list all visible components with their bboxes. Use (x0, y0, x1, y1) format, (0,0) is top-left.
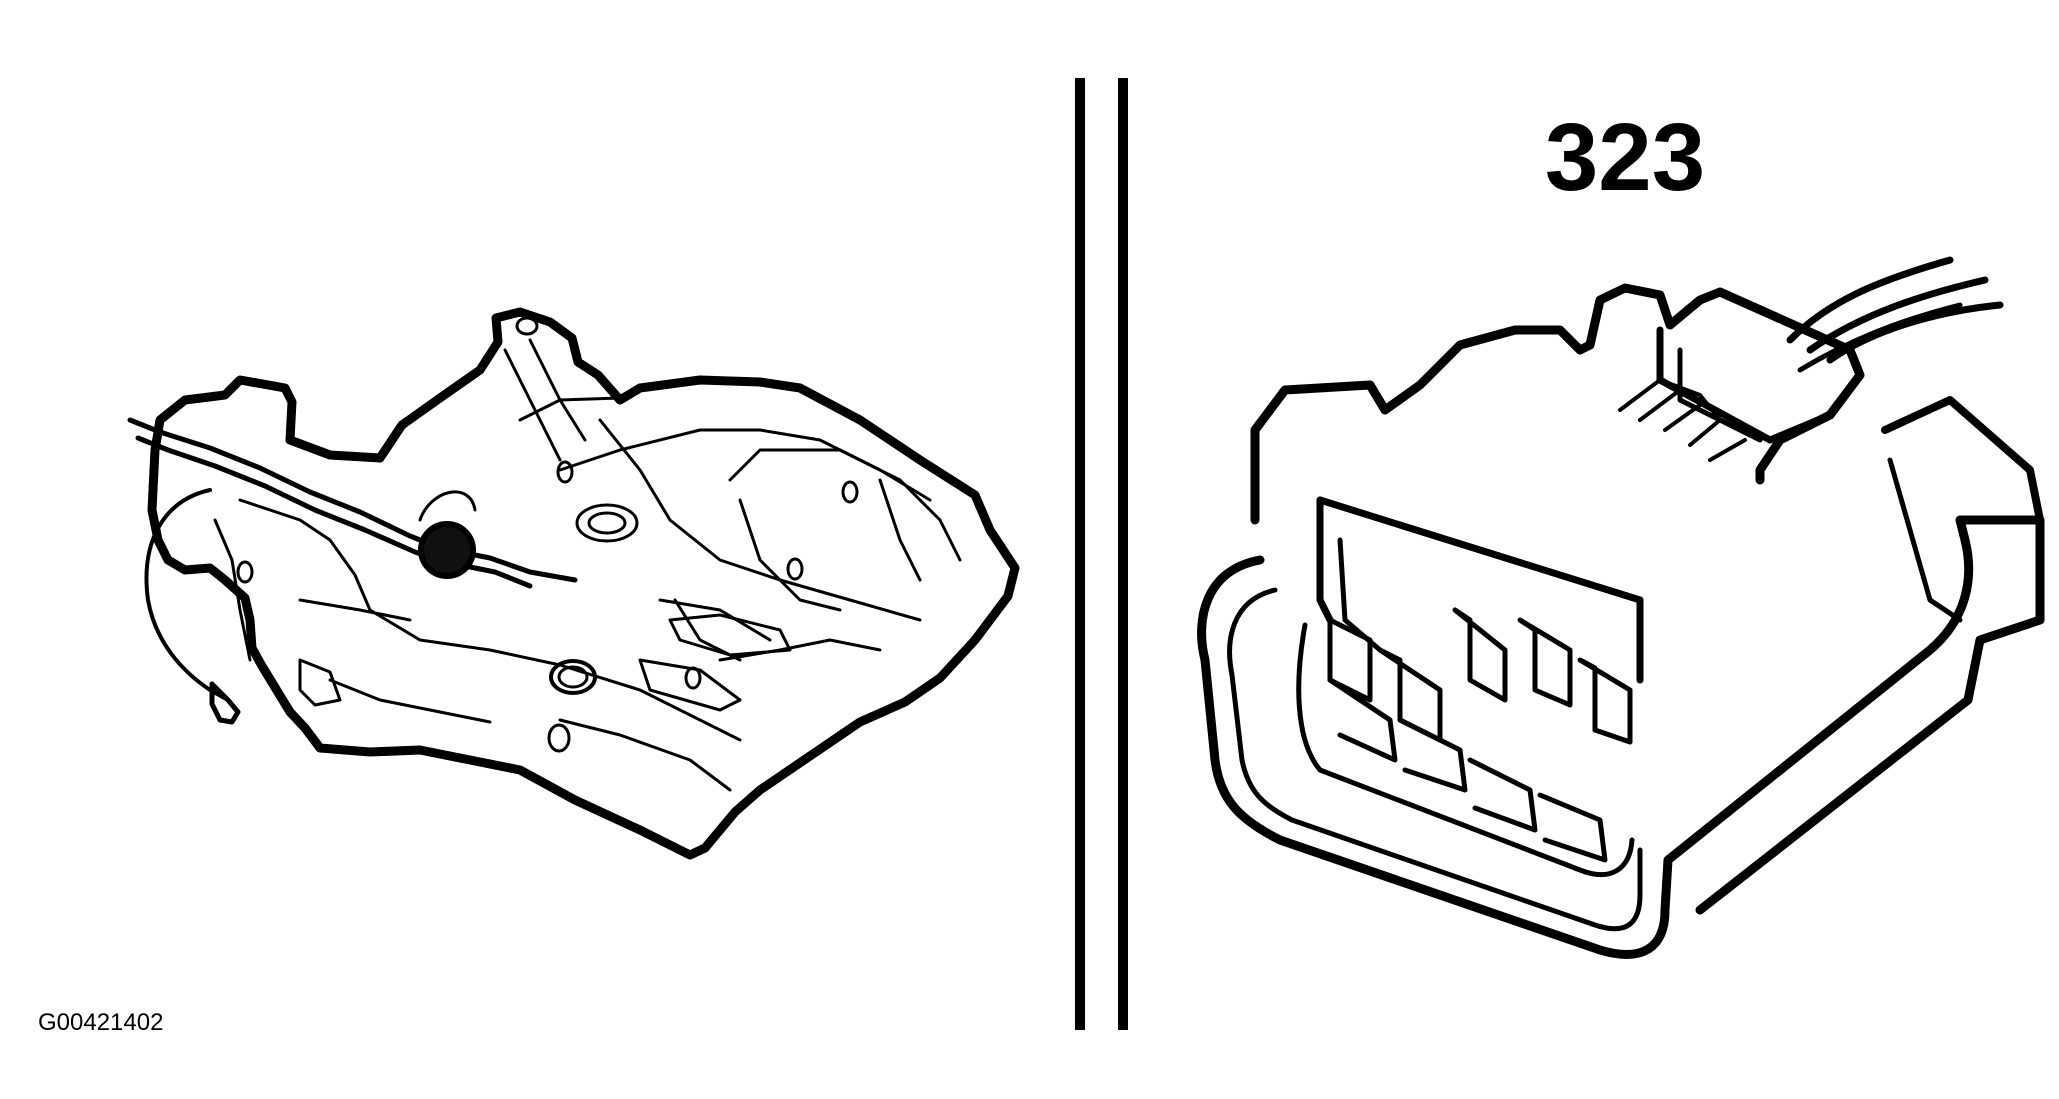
figure-id-label: G00421402 (38, 1009, 163, 1036)
panel-divider (1075, 78, 1128, 1030)
connector-number-label: 323 (1545, 104, 1705, 211)
electrical-connector-icon (1197, 256, 2045, 959)
fuel-tank-icon (127, 307, 1020, 860)
